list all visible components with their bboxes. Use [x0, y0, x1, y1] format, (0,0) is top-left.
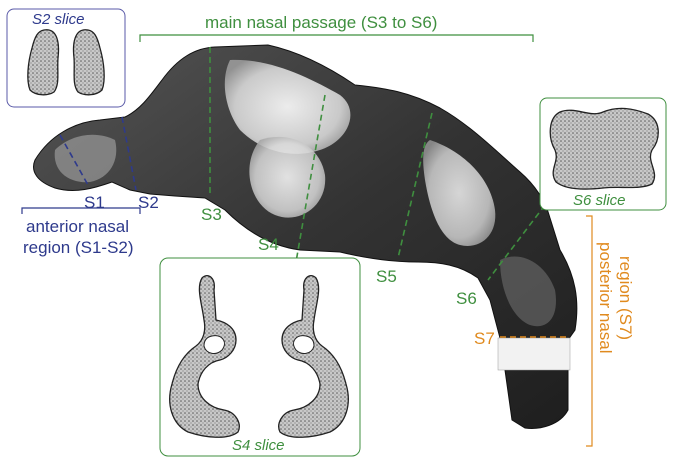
main-passage-label: main nasal passage (S3 to S6): [205, 14, 437, 31]
slice-label-s7: S7: [474, 330, 495, 347]
posterior-region-label-line1: posterior nasal: [597, 242, 614, 354]
slice-label-s4: S4: [258, 236, 279, 253]
s6-cross-section: [550, 108, 658, 189]
anterior-bracket: [22, 208, 140, 214]
slice-label-s5: S5: [376, 268, 397, 285]
posterior-bracket: [586, 216, 592, 446]
s7-section-band: [498, 338, 570, 370]
posterior-region-label-line2: region (S7): [617, 256, 634, 340]
inset-s2-title: S2 slice: [32, 12, 85, 27]
anterior-region-label-line1: anterior nasal: [26, 218, 129, 235]
inset-s4: [160, 258, 360, 456]
s4-left-turbinate: [204, 336, 224, 354]
slice-label-s3: S3: [201, 206, 222, 223]
anterior-region-label-line2: region (S1-S2): [23, 239, 134, 256]
inset-s6-title: S6 slice: [573, 193, 626, 208]
slice-label-s6: S6: [456, 290, 477, 307]
inset-s4-title: S4 slice: [232, 438, 285, 453]
slice-label-s2: S2: [138, 194, 159, 211]
main-passage-bracket: [140, 35, 533, 42]
slice-label-s1: S1: [84, 194, 105, 211]
s4-right-turbinate: [294, 336, 314, 354]
